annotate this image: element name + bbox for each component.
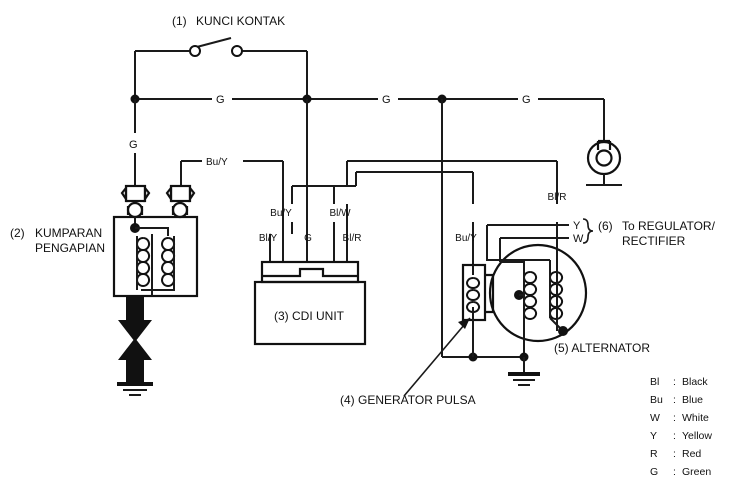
coil-winding-secondary: [161, 237, 176, 287]
legend-color-1: Blue: [682, 394, 703, 406]
legend-group: Bl : Black Bu : Blue W : White Y : Yello…: [650, 376, 712, 478]
switch-contact-left: [189, 45, 201, 57]
legend-color-5: Green: [682, 466, 711, 478]
legend-sep-0: :: [673, 376, 676, 388]
label-cdi-term-blr: Bl/R: [343, 233, 362, 244]
label-coil-buy: Bu/Y: [206, 157, 228, 168]
label-regulator-name-1: To REGULATOR/: [622, 219, 716, 233]
label-cdi-top-buy: Bu/Y: [270, 208, 292, 219]
alternator-coil-left-lead-top: [500, 261, 525, 270]
label-pulse-generator-caption: (4) GENERATOR PULSA: [340, 393, 476, 407]
label-regulator-name-2: RECTIFIER: [622, 234, 686, 248]
coil-buy-wire-group: [180, 160, 284, 234]
coil-connector-2-right-tab: [188, 184, 196, 203]
legend-code-1: Bu: [650, 394, 663, 406]
cdi-unit-case: [253, 280, 367, 346]
regulator-brace-group: [582, 218, 594, 244]
label-regulator-number: (6): [598, 219, 613, 233]
legend-code-4: R: [650, 448, 658, 460]
legend-color-2: White: [682, 412, 709, 424]
legend-color-3: Yellow: [682, 430, 712, 442]
spark-arrow-up: [118, 338, 152, 384]
legend-sep-4: :: [673, 448, 676, 460]
legend-code-3: Y: [650, 430, 657, 442]
coil-connector-2-left-tab: [165, 184, 173, 203]
coil-winding-primary: [136, 237, 151, 287]
cdi-top-wiring-group: [291, 99, 558, 265]
pulse-generator-bracket: [485, 273, 495, 314]
legend-color-4: Red: [682, 448, 701, 460]
label-alternator-caption: (5) ALTERNATOR: [554, 341, 650, 355]
label-ignition-coil-name-1: KUMPARAN: [35, 226, 102, 240]
spark-plug-group: [117, 296, 153, 396]
ground-bus-group: [130, 94, 604, 104]
coil-connector-1-left-tab: [120, 184, 128, 203]
ignition-coil-body-group: [112, 184, 199, 298]
alternator-junction-dot-right: [558, 326, 568, 336]
ground-terminal-ring-inner: [595, 149, 613, 167]
pulse-callout-line: [403, 317, 471, 397]
label-cdi-top-blw: Bl/W: [329, 208, 351, 219]
spark-arrow-down: [118, 296, 152, 342]
label-ignition-coil-number: (2): [10, 226, 25, 240]
label-cdi-unit-caption: (3) CDI UNIT: [274, 309, 345, 323]
label-cdi-term-bly: Bl/Y: [259, 233, 278, 244]
alternator-coil-left: [523, 271, 538, 320]
legend-sep-1: :: [673, 394, 676, 406]
label-alt-y: Y: [573, 220, 581, 232]
coil-connector-1-right-tab: [143, 184, 151, 203]
label-bus-g-3: G: [522, 94, 531, 106]
cdi-connector-latch: [262, 267, 358, 278]
switch-contact-right: [231, 45, 243, 57]
alternator-circle: [488, 243, 588, 343]
switch-blade: [192, 37, 232, 49]
label-ignition-switch-number: (1): [172, 14, 187, 28]
ignition-coil-case: [112, 215, 199, 298]
legend-code-5: G: [650, 466, 658, 478]
label-ignition-switch-name: KUNCI KONTAK: [196, 14, 285, 28]
label-alt-w: W: [573, 233, 584, 245]
pulse-callout-arrowhead: [458, 318, 470, 329]
cdi-unit-group: [253, 234, 367, 346]
label-pulse-buy: Bu/Y: [455, 233, 477, 244]
label-ignition-coil-name-2: PENGAPIAN: [35, 241, 105, 255]
coil-internal-tap: [135, 227, 169, 236]
legend-sep-2: :: [673, 412, 676, 424]
regulator-brace: [582, 218, 594, 244]
legend-code-0: Bl: [650, 376, 659, 388]
legend-color-0: Black: [682, 376, 708, 388]
alternator-y-rail: [486, 225, 550, 261]
alternator-group: [486, 224, 588, 386]
label-coil-g: G: [129, 139, 138, 151]
label-bus-g-2: G: [382, 94, 391, 106]
label-alt-blr: Bl/R: [548, 192, 567, 203]
ground-terminal-group: [586, 99, 622, 186]
label-bus-g-1: G: [216, 94, 225, 106]
ignition-switch-group: [134, 37, 308, 99]
label-cdi-term-g: G: [304, 233, 312, 244]
legend-code-2: W: [650, 412, 660, 424]
pulse-generator-group: [403, 99, 520, 397]
legend-sep-5: :: [673, 466, 676, 478]
legend-sep-3: :: [673, 430, 676, 442]
